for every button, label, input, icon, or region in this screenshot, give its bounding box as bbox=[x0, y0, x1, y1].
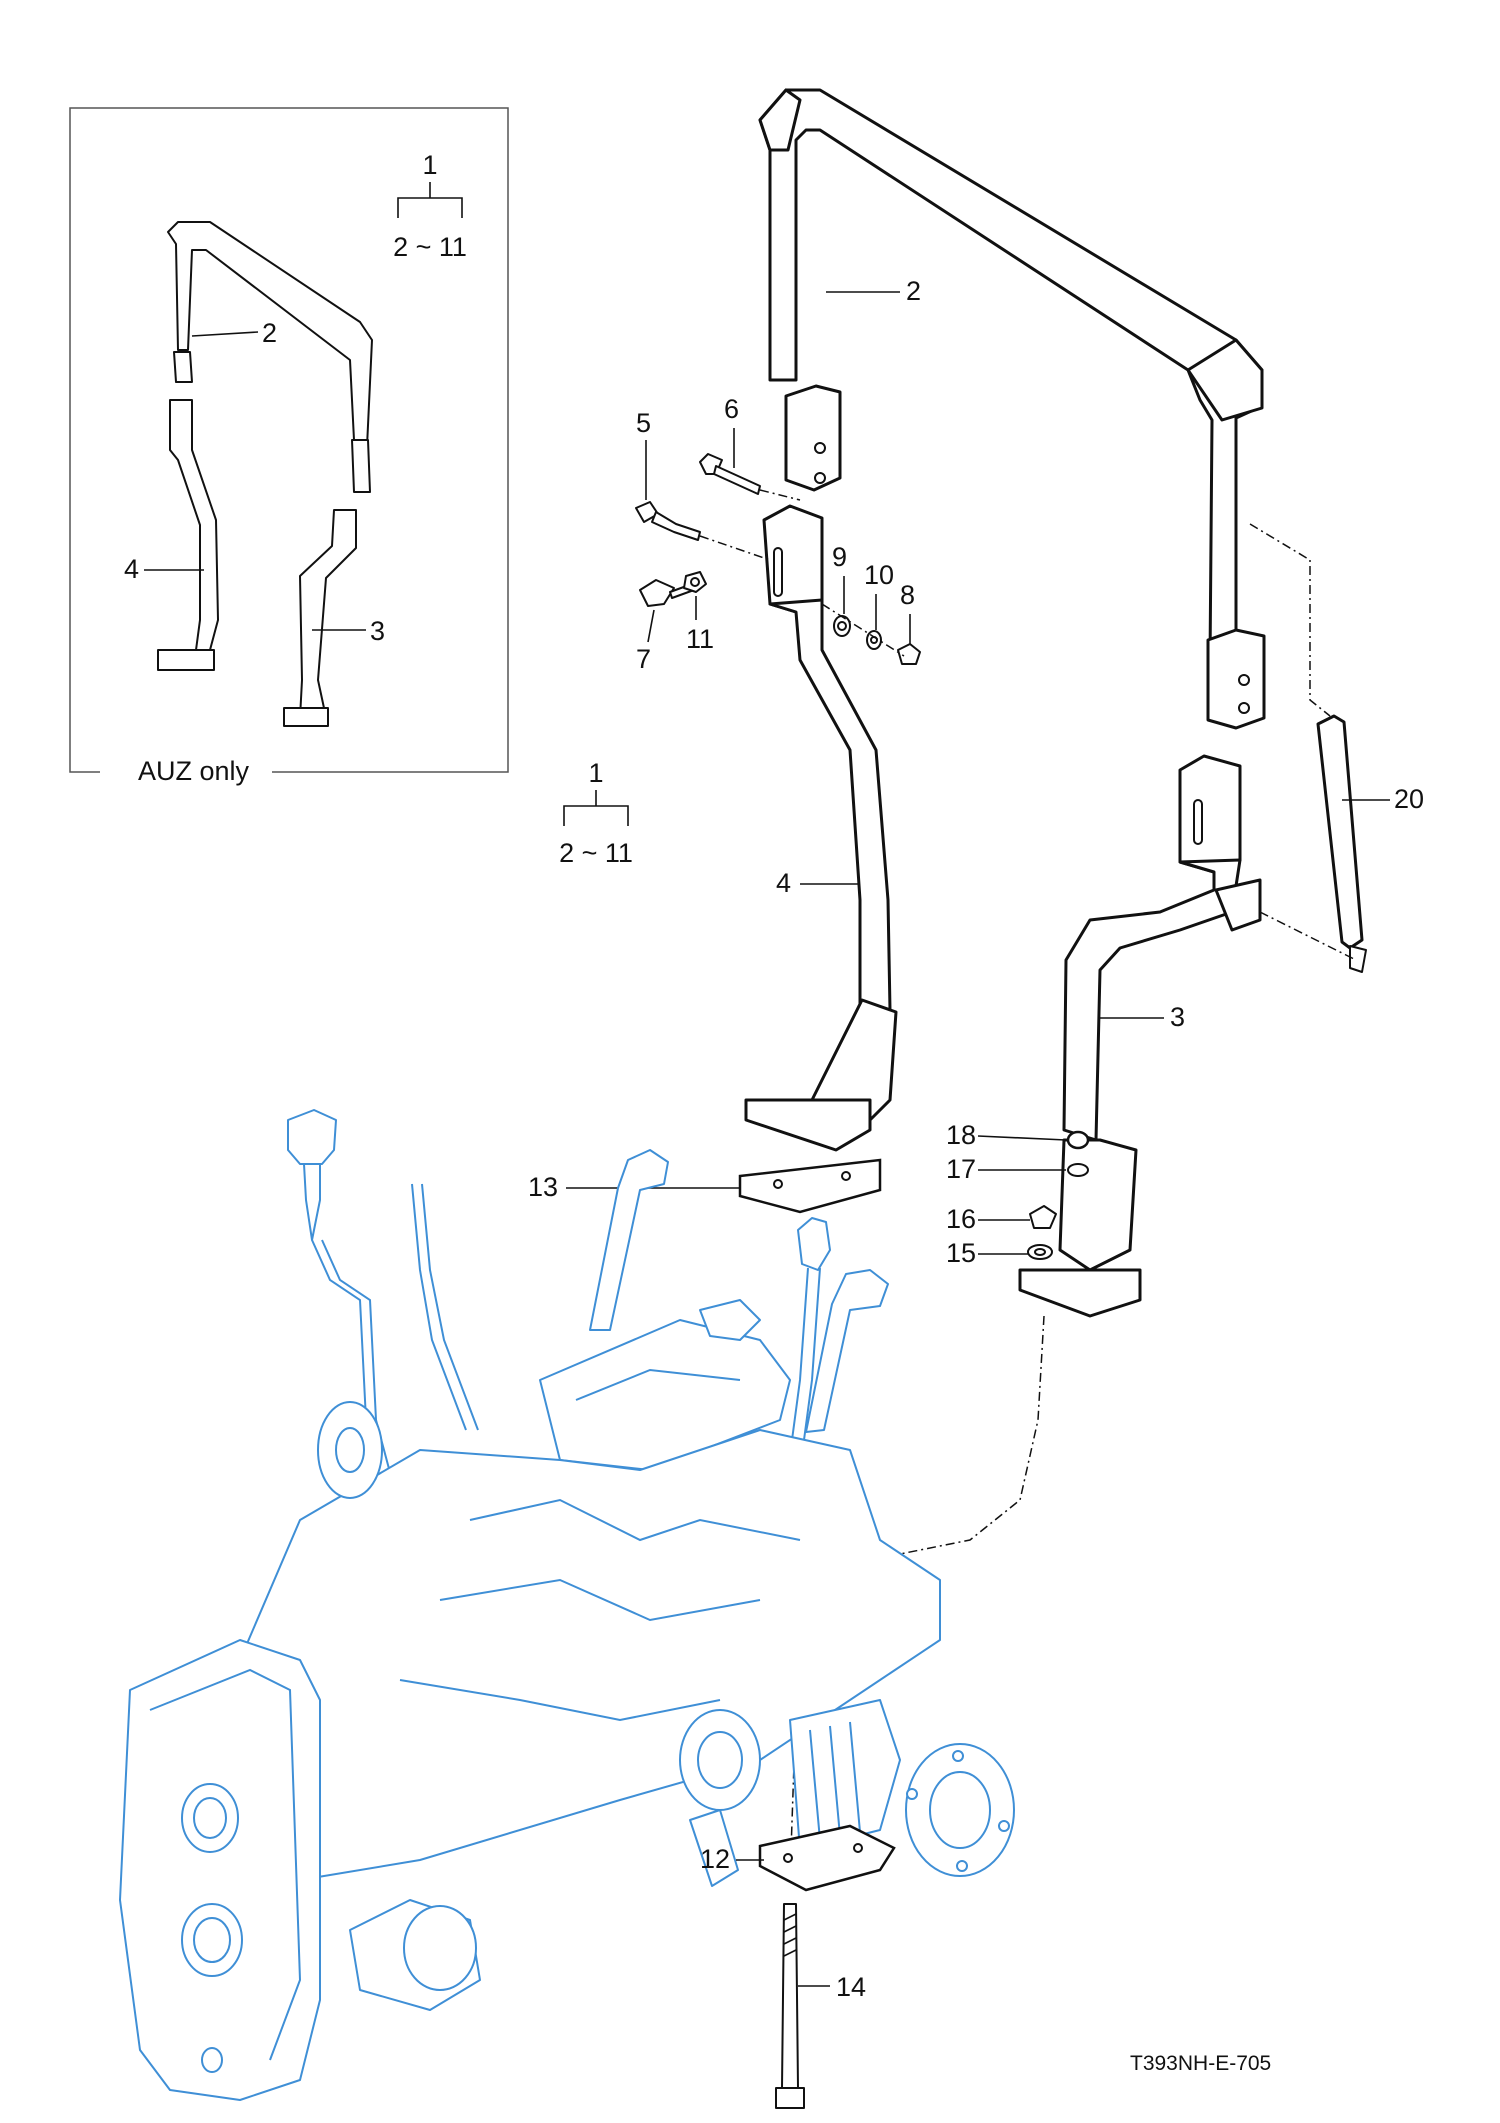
main-assembly-range: 2 ~ 11 bbox=[559, 838, 633, 868]
callout-2: 2 bbox=[906, 276, 921, 306]
inset-leader-2 bbox=[191, 331, 259, 337]
inset-upper-hoop bbox=[167, 221, 373, 493]
fastener-pin-6 bbox=[699, 453, 761, 495]
fastener-dash bbox=[821, 603, 905, 657]
fastener-nut-8 bbox=[897, 643, 921, 665]
inset-auz-only: 1 2 ~ 11 2 4 3 AUZ only bbox=[69, 107, 509, 786]
inset-assembly-bracket bbox=[397, 182, 463, 218]
callout-4: 4 bbox=[776, 868, 791, 898]
callout-18: 18 bbox=[946, 1120, 976, 1150]
callout-5: 5 bbox=[636, 408, 651, 438]
inset-frame bbox=[69, 107, 509, 773]
bolt-5-dash bbox=[699, 535, 771, 561]
inset-left-post bbox=[157, 399, 219, 671]
strut-lower-dash bbox=[1259, 911, 1357, 961]
callout-12: 12 bbox=[700, 1844, 730, 1874]
callout-20: 20 bbox=[1394, 784, 1424, 814]
inset-callout-2: 2 bbox=[262, 318, 277, 348]
bolt-14 bbox=[775, 1903, 805, 2109]
hw-nut-18 bbox=[1066, 1130, 1090, 1150]
callout-3: 3 bbox=[1170, 1002, 1185, 1032]
hw-washer-17 bbox=[1067, 1163, 1089, 1177]
figure-code: T393NH-E-705 bbox=[1130, 2052, 1271, 2075]
inset-assembly-range: 2 ~ 11 bbox=[393, 232, 467, 262]
upper-hoop bbox=[758, 88, 1266, 730]
transmission-assembly bbox=[119, 1109, 1015, 2101]
callout-7: 7 bbox=[636, 644, 651, 674]
left-post bbox=[744, 504, 898, 1152]
fastener-washer-9 bbox=[833, 615, 851, 637]
fastener-bolt-5 bbox=[635, 501, 701, 541]
callout-11: 11 bbox=[686, 624, 714, 654]
callout-6: 6 bbox=[724, 394, 739, 424]
callout-9: 9 bbox=[832, 542, 847, 572]
hw-nut-16 bbox=[1029, 1205, 1057, 1229]
leader-18 bbox=[977, 1135, 1067, 1141]
callout-17: 17 bbox=[946, 1154, 976, 1184]
hw-washer-15 bbox=[1027, 1244, 1053, 1260]
right-post bbox=[1018, 754, 1262, 1318]
callout-13: 13 bbox=[528, 1172, 558, 1202]
inset-assembly-number: 1 bbox=[422, 150, 437, 180]
main-assembly-number: 1 bbox=[588, 758, 603, 788]
fastener-nut-11 bbox=[683, 571, 707, 593]
callout-8: 8 bbox=[900, 580, 915, 610]
fastener-lockwasher-10 bbox=[866, 630, 882, 650]
callout-15: 15 bbox=[946, 1238, 976, 1268]
inset-right-post bbox=[283, 509, 357, 727]
rear-foot-dash bbox=[789, 1315, 1045, 1881]
callout-10: 10 bbox=[864, 560, 894, 590]
plate-13 bbox=[738, 1158, 882, 1214]
strut-upper-dash bbox=[1249, 523, 1331, 717]
pin-6-dash bbox=[759, 489, 801, 501]
callout-14: 14 bbox=[836, 1972, 866, 2002]
gas-strut bbox=[1316, 714, 1367, 973]
main-assembly-bracket bbox=[563, 790, 629, 826]
leader-7 bbox=[647, 609, 655, 643]
plate-12 bbox=[758, 1824, 896, 1892]
callout-16: 16 bbox=[946, 1204, 976, 1234]
inset-callout-3: 3 bbox=[370, 616, 385, 646]
inset-callout-4: 4 bbox=[124, 554, 139, 584]
inset-note: AUZ only bbox=[138, 756, 250, 786]
